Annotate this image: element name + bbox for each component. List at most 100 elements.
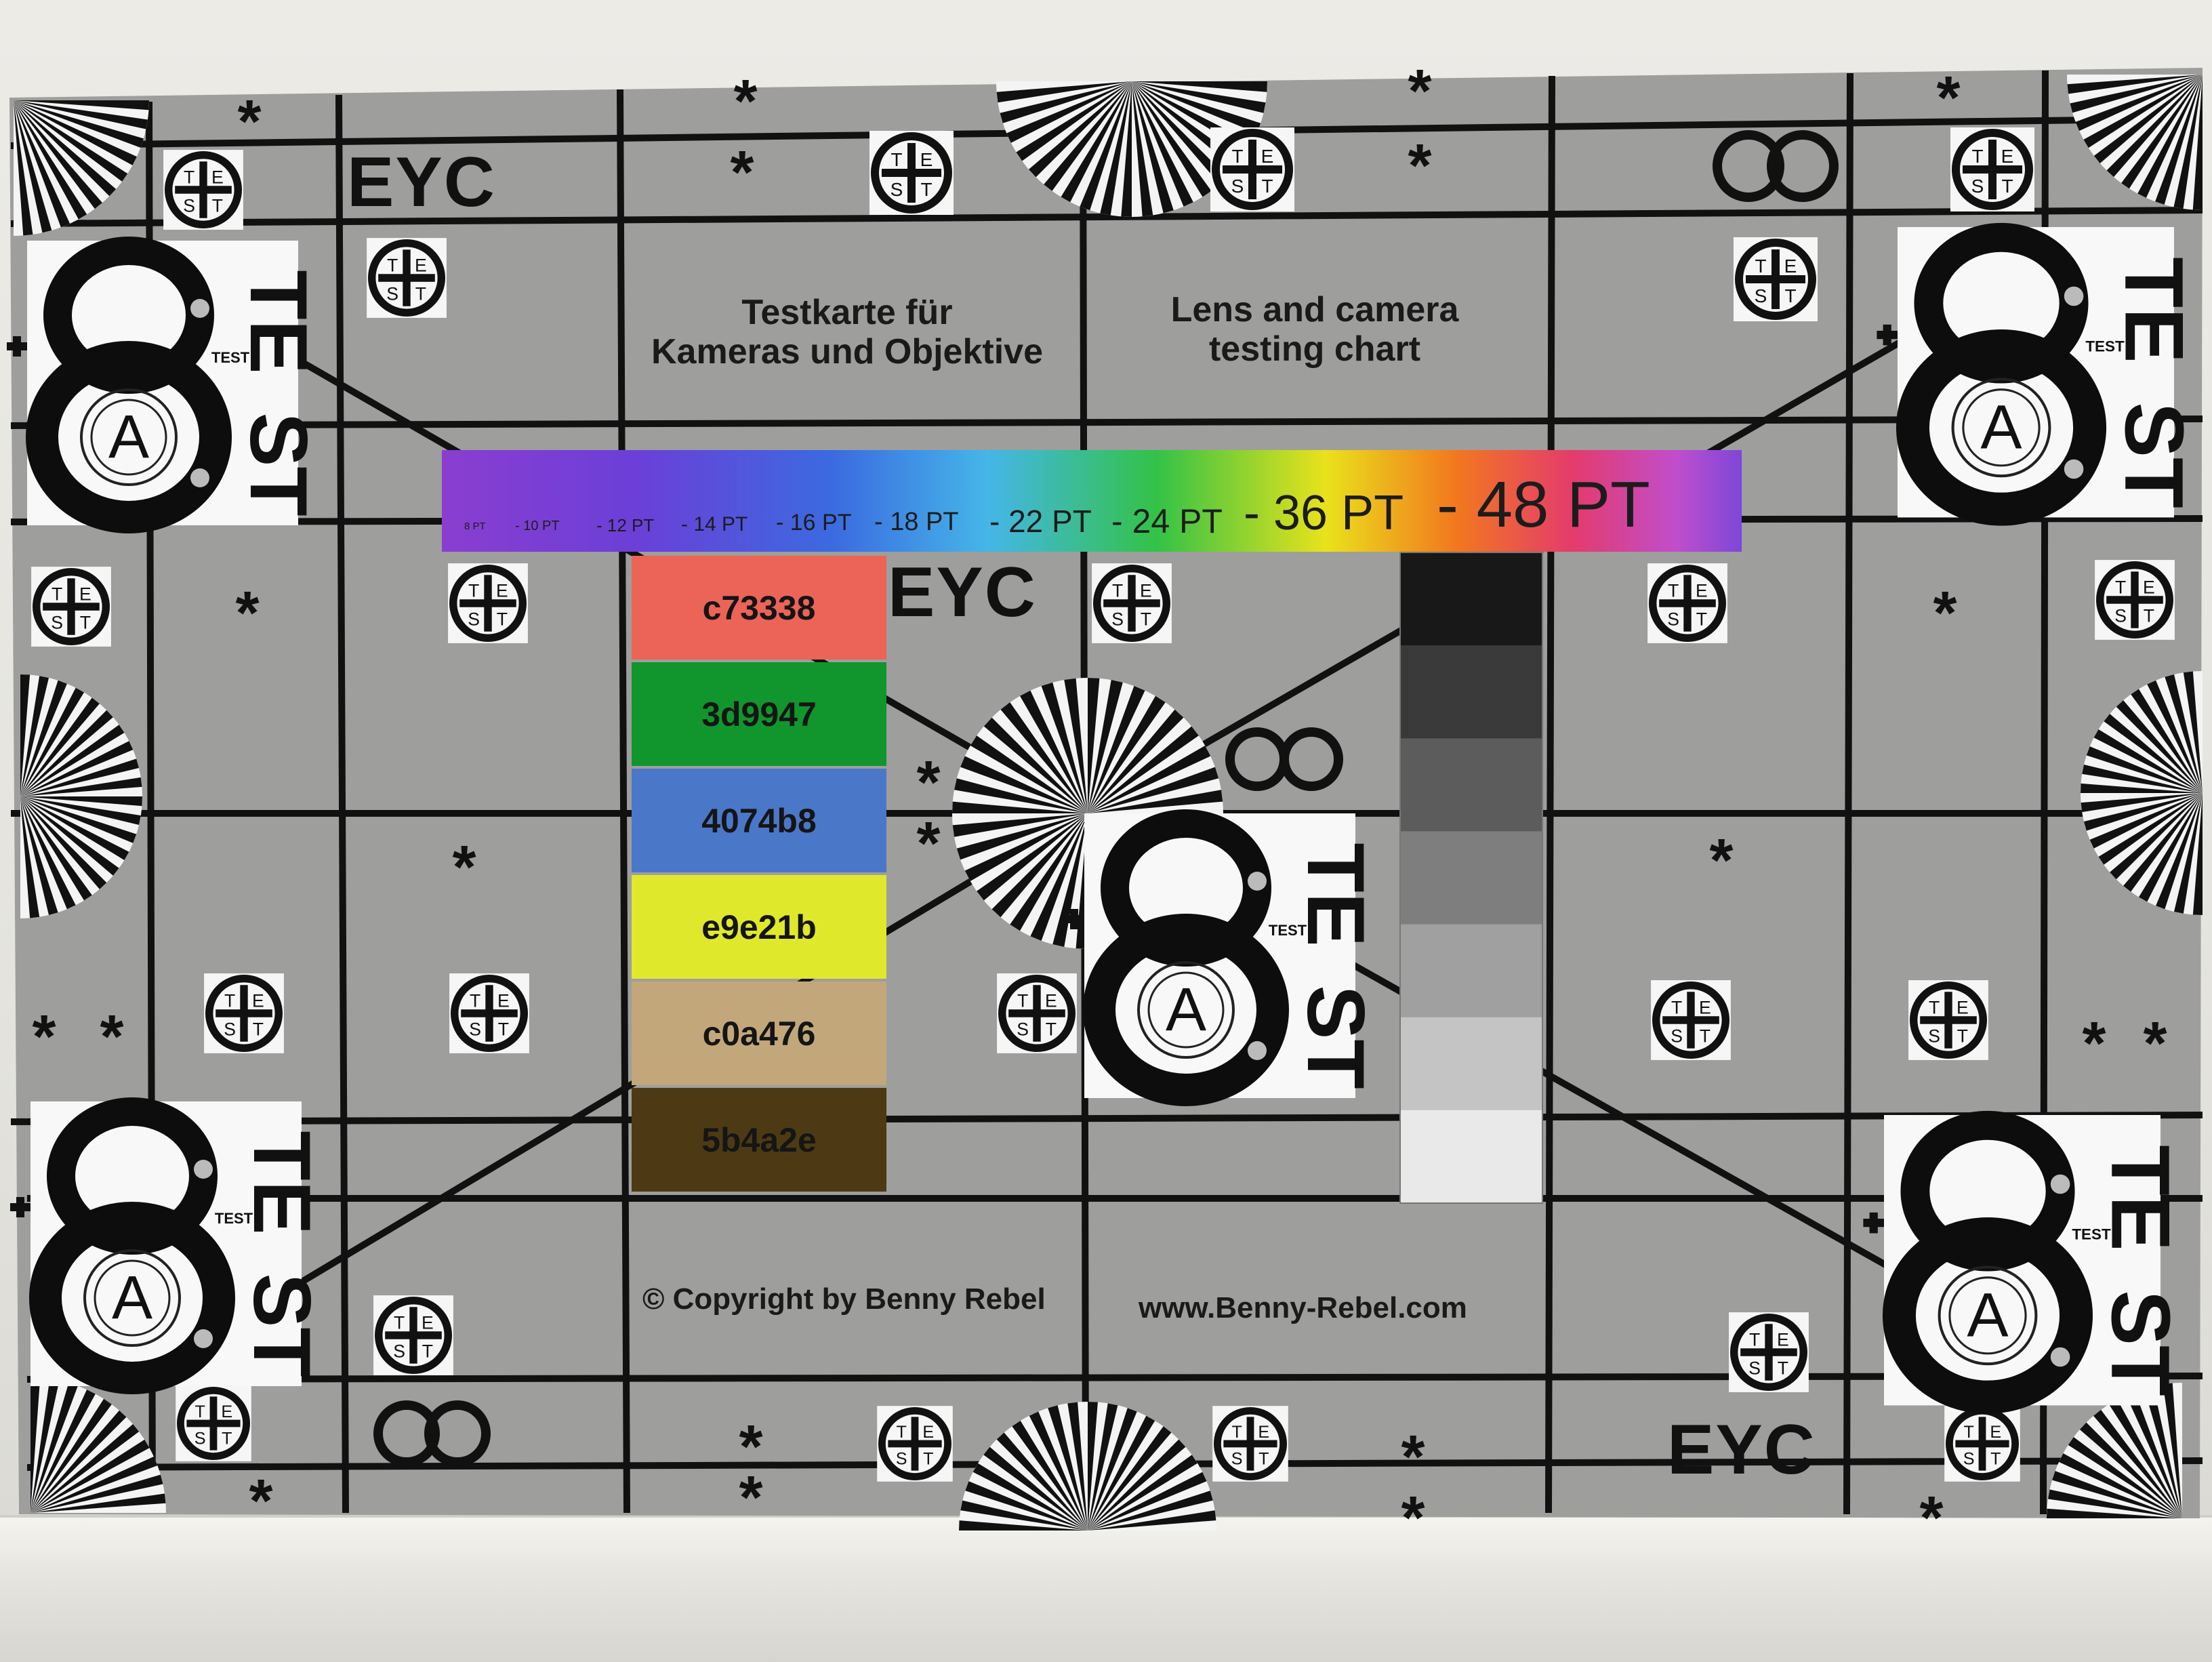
star-ray	[2098, 793, 2203, 865]
star-ray	[2048, 1489, 2182, 1518]
star-ray	[964, 813, 1088, 881]
siemens-star-top-center	[996, 81, 1267, 217]
test-icon	[1908, 980, 1988, 1060]
star-ray	[952, 801, 1088, 813]
asterisk-mark: *	[2082, 1010, 2106, 1078]
star-ray	[1088, 678, 1100, 813]
star-ray	[2121, 75, 2203, 189]
star-ray	[20, 741, 134, 796]
star-ray	[1088, 1415, 1155, 1531]
test-icon	[1944, 1406, 2020, 1482]
star-ray	[2052, 1471, 2182, 1518]
asterisk-marks: **********************	[32, 58, 2167, 1552]
asterisk-mark: *	[32, 1003, 56, 1071]
star-ray	[1088, 695, 1166, 813]
test-icon	[1729, 1312, 1809, 1392]
rainbow-font-scale	[442, 450, 1742, 552]
star-ray	[1028, 81, 1132, 178]
star-ray	[1088, 686, 1145, 813]
star-ray	[1064, 678, 1088, 813]
test-icon	[449, 973, 529, 1053]
star-ray	[1061, 81, 1132, 203]
star-ray	[2086, 746, 2203, 793]
eight-test-target-tr	[1877, 227, 2200, 517]
test-icon	[1651, 980, 1731, 1060]
siemens-star-corner-tr	[2067, 75, 2203, 210]
asterisk-mark: *	[237, 88, 261, 156]
asterisk-mark: *	[1401, 1423, 1425, 1491]
test-icon	[877, 1406, 953, 1482]
star-ray	[20, 796, 76, 910]
star-ray	[1100, 81, 1132, 216]
eight-test-target-center	[1064, 813, 1381, 1098]
pt-label-8: 8 PT	[464, 521, 486, 532]
star-ray	[977, 813, 1088, 901]
eight-test-target-tl	[7, 241, 324, 525]
star-ray	[1088, 1426, 1172, 1531]
star-ray	[14, 100, 128, 182]
asterisk-mark: *	[1408, 132, 1431, 200]
grayscale-step	[1400, 552, 1542, 647]
eyc-mark-bottom-right: EYC	[1667, 1411, 1816, 1489]
star-ray	[1030, 813, 1088, 941]
test-icon	[1210, 127, 1294, 211]
asterisk-mark: *	[235, 580, 259, 647]
test-icon	[997, 973, 1077, 1053]
color-swatch-label: 5b4a2e	[701, 1120, 817, 1159]
asterisk-mark: *	[2143, 1010, 2167, 1078]
star-ray	[14, 100, 149, 110]
star-ray	[2104, 714, 2203, 793]
star-ray	[1088, 1402, 1098, 1531]
star-ray	[954, 778, 1088, 813]
color-swatch-label: 3d9947	[701, 695, 817, 733]
star-ray	[2144, 1385, 2182, 1518]
star-ray	[14, 100, 33, 236]
copyright-text: © Copyright by Benny Rebel	[642, 1282, 1046, 1316]
test-icon	[1212, 1406, 1288, 1482]
star-ray	[2147, 680, 2203, 793]
star-ray	[1132, 81, 1266, 113]
siemens-star-corner-bl	[30, 1377, 166, 1513]
star-ray	[1132, 81, 1261, 134]
star-ray	[1010, 813, 1088, 931]
star-ray	[20, 796, 137, 843]
star-ray	[1132, 81, 1193, 207]
star-ray	[1044, 81, 1132, 191]
star-ray	[1016, 81, 1132, 161]
star-ray	[20, 725, 125, 796]
star-ray	[2156, 793, 2203, 910]
star-ray	[20, 687, 85, 796]
color-swatch: c73338	[632, 556, 886, 660]
star-ray	[20, 758, 140, 796]
test-icon	[163, 150, 243, 230]
asterisk-mark: *	[916, 810, 940, 878]
star-ray	[2183, 671, 2203, 793]
star-ray	[983, 717, 1088, 813]
star-ray	[20, 796, 142, 807]
star-ray	[2165, 674, 2203, 793]
star-ray	[1020, 690, 1088, 813]
star-ray	[14, 100, 102, 209]
star-ray	[30, 1474, 163, 1513]
pt-label-22: - 22 PT	[989, 504, 1092, 539]
star-ray	[20, 796, 129, 861]
star-ray	[996, 1432, 1088, 1531]
eight-test-target-bl	[10, 1101, 327, 1386]
star-ray	[2083, 75, 2203, 148]
star-ray	[1012, 1420, 1088, 1531]
asterisk-mark: *	[1408, 58, 1431, 125]
star-ray	[1029, 1411, 1088, 1531]
star-ray	[2131, 689, 2203, 793]
asterisk-mark: *	[1933, 580, 1957, 647]
star-ray	[1052, 813, 1088, 947]
color-swatch: c0a476	[632, 981, 886, 1085]
siemens-star-corner-tl	[14, 100, 149, 236]
star-ray	[2192, 793, 2203, 915]
star-ray	[14, 100, 87, 220]
chart-title-english-line2: testing chart	[1208, 329, 1421, 369]
test-icon	[367, 238, 447, 318]
website-text: www.Benny-Rebel.com	[1139, 1291, 1467, 1324]
grayscale-wedge	[1400, 552, 1542, 1204]
star-ray	[30, 1439, 150, 1513]
star-ray	[2068, 1437, 2182, 1518]
